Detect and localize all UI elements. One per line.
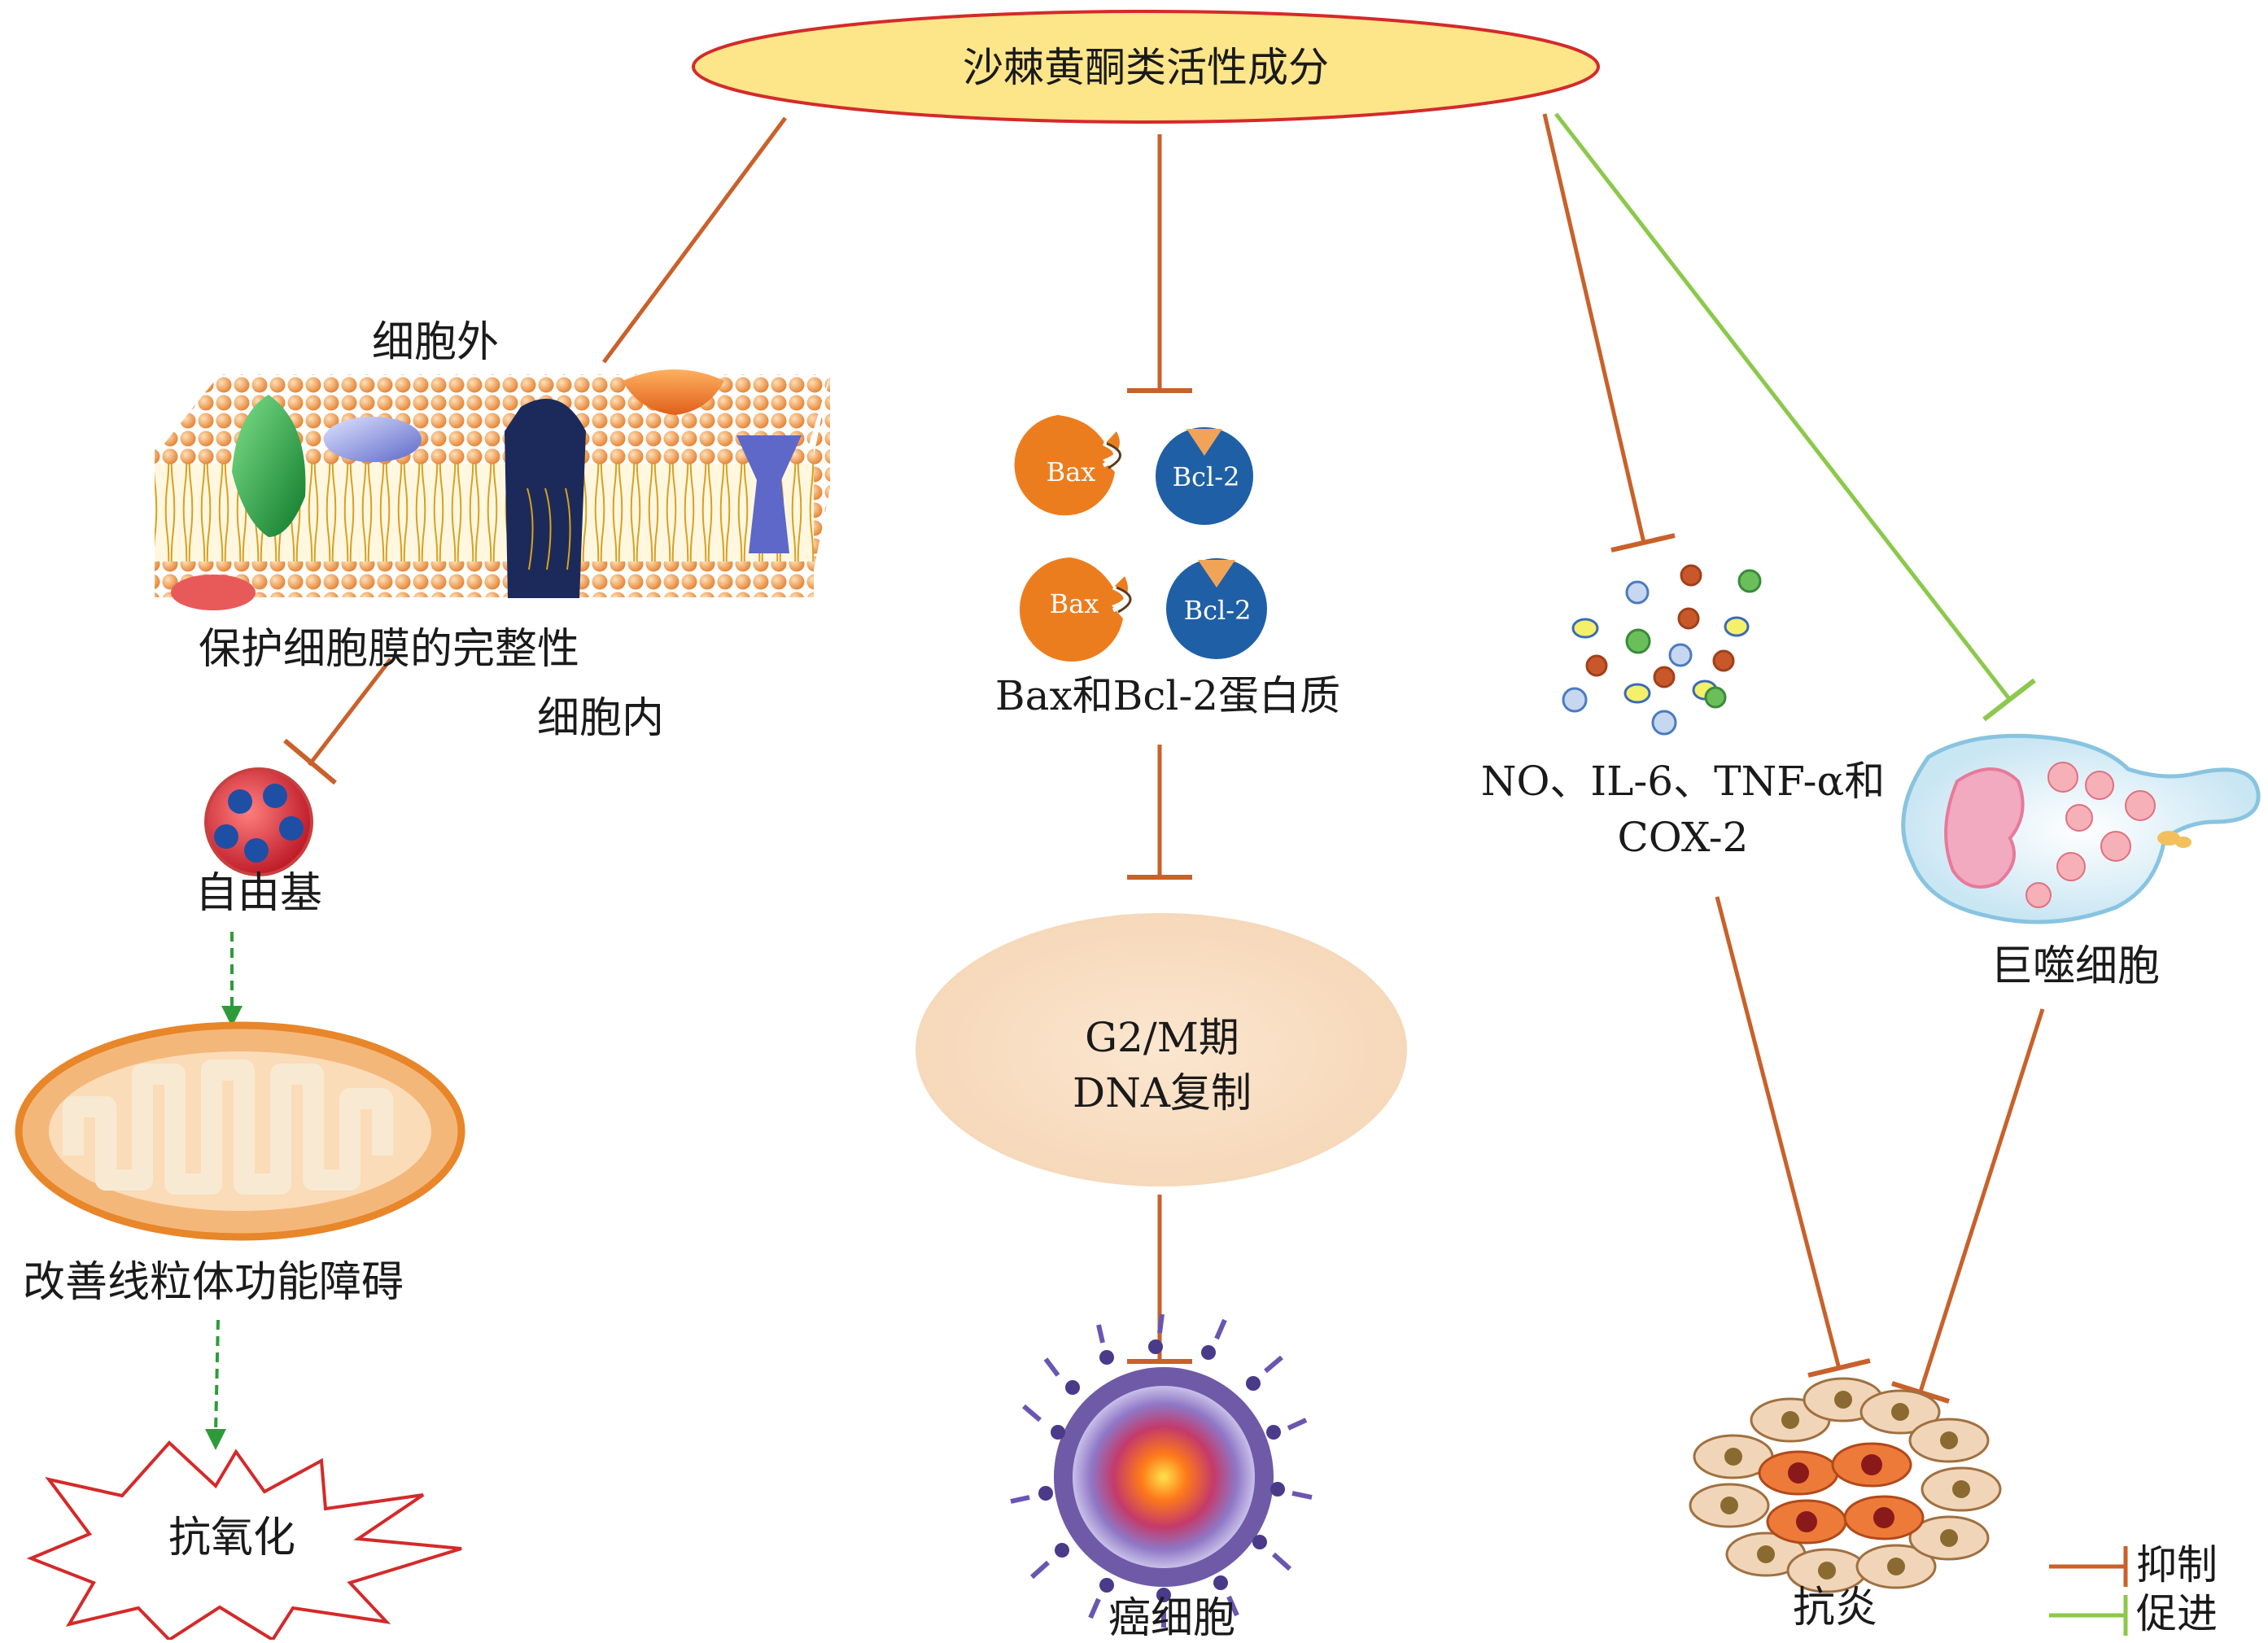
macrophage-to-antiinflam-inhibit-line (1918, 1008, 2045, 1392)
bax-label-bottom: Bax (1049, 588, 1099, 619)
title-ellipse (692, 10, 1600, 124)
cytokines-to-antiinflam-inhibit-line (1715, 896, 1842, 1370)
free-radical-icon (204, 767, 313, 876)
inside-cell-label: 细胞内 (536, 694, 665, 743)
cell-cycle-line2: DNA复制 (1073, 1069, 1252, 1116)
mitochondria-icon (15, 1021, 465, 1241)
mitochondria-label: 改善线粒体功能障碍 (22, 1258, 404, 1307)
mito-to-antioxidant-dashed-arrow (214, 1319, 220, 1433)
cytokine-dots (1562, 564, 1762, 736)
outside-cell-label: 细胞外 (371, 318, 500, 367)
bcl2-label-top: Bcl-2 (1172, 461, 1240, 492)
legend (2049, 1546, 2128, 1636)
legend-inhibit-label: 抑制 (2136, 1541, 2218, 1588)
inhibit-bar (1891, 1381, 1950, 1404)
title-label: 沙棘黄酮类活性成分 (963, 44, 1329, 91)
cytokines-line1: NO、IL-6、TNF-α和 (1480, 758, 1886, 805)
membrane-to-radical-inhibit-line (308, 658, 392, 767)
bax-bcl2-pair-top (1014, 415, 1253, 525)
inhibit-bar (1610, 533, 1676, 553)
cell-cycle-ellipse (916, 913, 1407, 1186)
inflamed-cells-illustration (1689, 1377, 2002, 1593)
antioxidant-starburst (26, 1440, 462, 1642)
cytokines-line2: COX-2 (1617, 814, 1749, 861)
title-to-membrane-line (601, 116, 788, 364)
macrophage-label: 巨噬细胞 (1990, 942, 2161, 991)
membrane-effect-label: 保护细胞膜的完整性 (198, 625, 580, 674)
title-to-cytokines-inhibit-line (1542, 113, 1646, 544)
antioxidant-label: 抗氧化 (168, 1514, 296, 1562)
cancer-cell-icon (1010, 1313, 1313, 1628)
bax-bcl2-pair-bottom (1019, 557, 1267, 662)
cell-membrane-illustration (155, 369, 830, 610)
legend-promote-label: 促进 (2136, 1590, 2218, 1637)
free-radical-label: 自由基 (194, 869, 323, 918)
inhibit-bar (1807, 1358, 1871, 1378)
bax-label-top: Bax (1046, 457, 1096, 487)
bcl2-label-bottom: Bcl-2 (1183, 595, 1252, 626)
cell-cycle-line1: G2/M期 (1085, 1014, 1239, 1061)
cancer-cell-label: 癌细胞 (1108, 1594, 1236, 1643)
macrophage-icon (1901, 733, 2261, 924)
anti-inflammation-label: 抗炎 (1792, 1584, 1878, 1632)
inhibit-bar (283, 738, 337, 785)
title-to-macrophage-promote-line (1554, 112, 2012, 701)
proteins-label: Bax和Bcl-2蛋白质 (994, 672, 1341, 719)
promote-bar (1982, 678, 2036, 722)
